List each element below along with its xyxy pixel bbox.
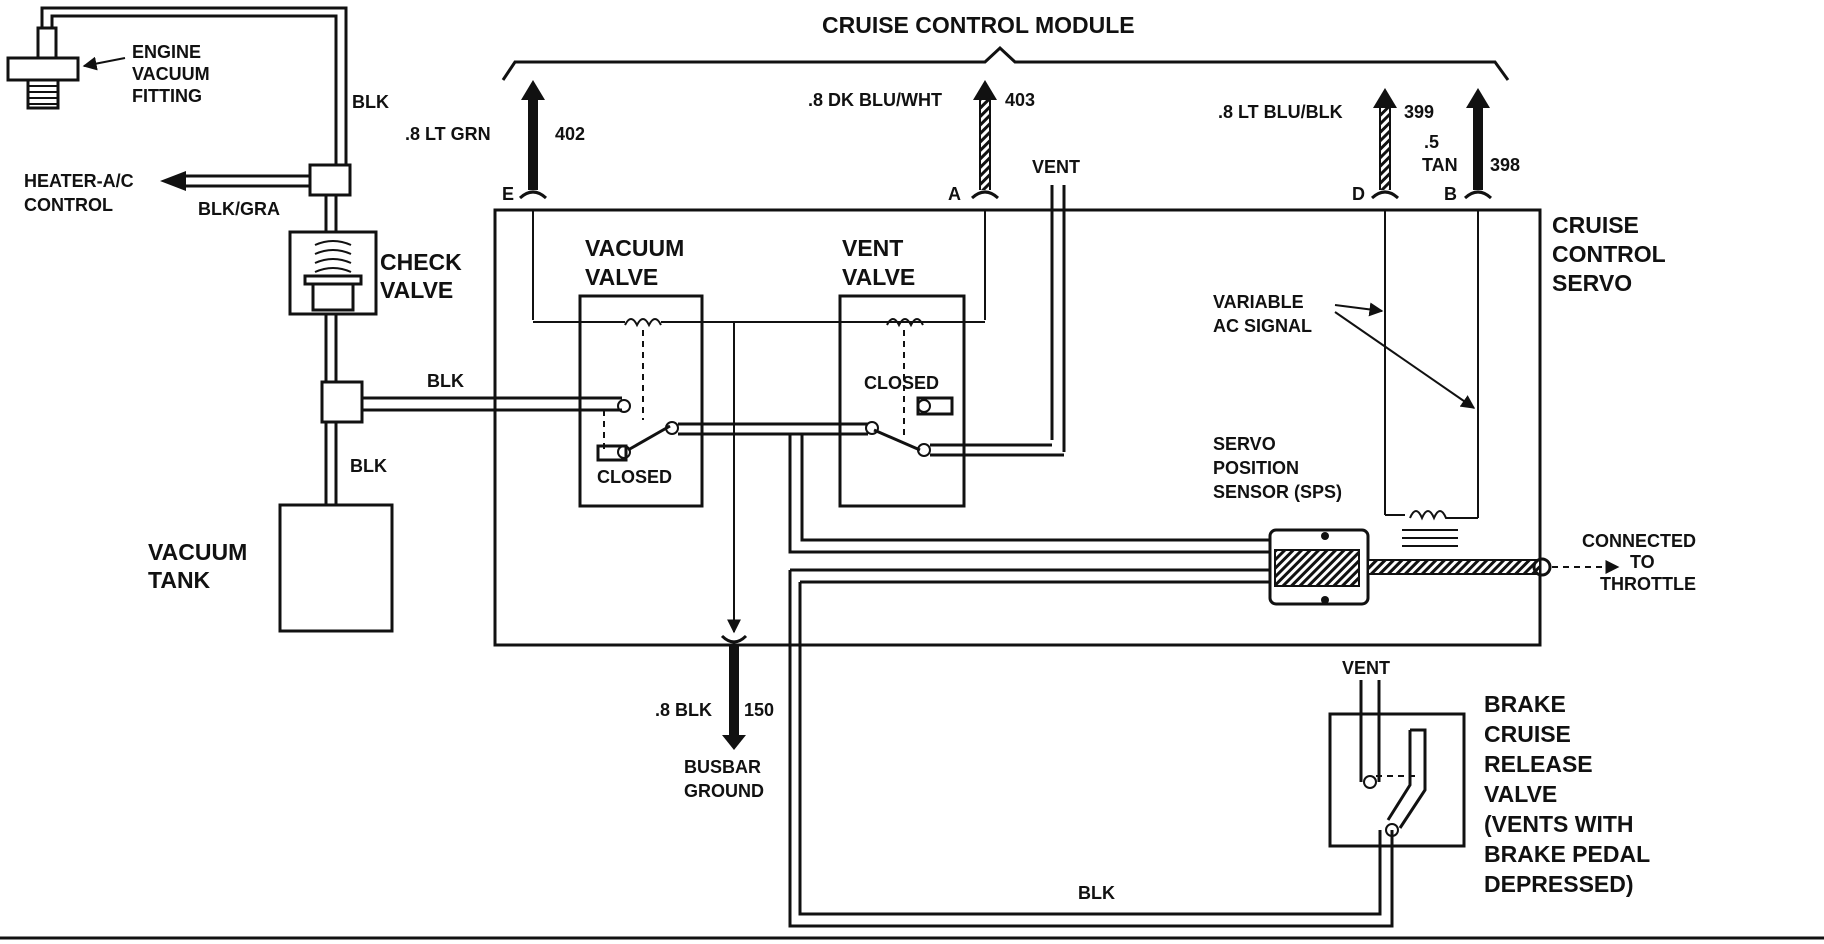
module-bracket	[501, 45, 1510, 81]
wire-a-circuit: 403	[1005, 90, 1035, 110]
wire-a-letter: A	[948, 184, 961, 204]
vacuum-tank-icon	[278, 503, 394, 633]
hose-color-blk-tank: BLK	[350, 456, 387, 476]
engine-vacuum-fitting-label: ENGINE VACUUM FITTING	[132, 42, 215, 106]
wire-b-letter: B	[1444, 184, 1457, 204]
brake-cruise-release-valve-icon	[1328, 680, 1466, 848]
vacuum-tank-label: VACUUM TANK	[148, 539, 254, 593]
hose-color-blk-mid: BLK	[427, 371, 464, 391]
fitting-pointer	[82, 56, 126, 71]
vent-valve-label: VENT VALVE	[842, 235, 915, 290]
wire-a-size-color: .8 DK BLU/WHT	[808, 90, 942, 110]
ground-circuit: 150	[744, 700, 774, 720]
servo-position-sensor-label: SERVO POSITION SENSOR (SPS)	[1213, 434, 1342, 502]
wire-b-398	[1463, 88, 1493, 518]
check-valve-label: CHECK VALVE	[380, 249, 468, 303]
check-valve-icon	[288, 230, 378, 316]
wire-e-circuit: 402	[555, 124, 585, 144]
heater-tee	[160, 163, 352, 197]
servo-diaphragm-icon	[1268, 528, 1552, 606]
busbar-ground-wire	[720, 634, 748, 750]
ground-size-color: .8 BLK	[655, 700, 712, 720]
vacuum-valve-closed: CLOSED	[597, 467, 672, 487]
vacuum-valve-label: VACUUM VALVE	[585, 235, 691, 290]
wire-e-402	[518, 80, 548, 320]
wire-b-circuit: 398	[1490, 155, 1520, 175]
vent-valve-closed: CLOSED	[864, 373, 939, 393]
engine-vacuum-fitting-icon	[6, 26, 80, 110]
module-title: CRUISE CONTROL MODULE	[822, 12, 1135, 38]
vent-label-top: VENT	[1032, 157, 1080, 177]
vacuum-hose-main	[40, 6, 348, 165]
wire-e-size-color: .8 LT GRN	[405, 124, 491, 144]
cruise-control-servo-label: CRUISE CONTROL SERVO	[1552, 212, 1672, 296]
wire-d-size-color: .8 LT BLU/BLK	[1218, 102, 1343, 122]
heater-ac-control-label: HEATER-A/C CONTROL	[24, 171, 139, 215]
wire-d-circuit: 399	[1404, 102, 1434, 122]
connected-to-throttle-label: CONNECTED TO THROTTLE	[1582, 531, 1701, 594]
cruise-control-servo-box	[493, 208, 1542, 647]
vacuum-tee	[320, 380, 622, 424]
brake-cruise-release-valve-label: BRAKE CRUISE RELEASE VALVE (VENTS WITH B…	[1484, 691, 1656, 897]
hose-color-blk-top: BLK	[352, 92, 389, 112]
wire-d-399	[1370, 88, 1400, 515]
vacuum-valve-icon	[533, 294, 985, 508]
vent-label-brake: VENT	[1342, 658, 1390, 678]
wire-d-letter: D	[1352, 184, 1365, 204]
wire-a-403	[970, 80, 1000, 320]
blk-gra-label: BLK/GRA	[198, 199, 280, 219]
busbar-ground-label: BUSBAR GROUND	[684, 757, 766, 801]
wire-e-letter: E	[502, 184, 514, 204]
hose-color-blk-bottom: BLK	[1078, 883, 1115, 903]
vent-valve-icon	[838, 294, 1064, 508]
servo-position-sensor-icon	[1385, 510, 1478, 547]
wire-b-size-color: .5 TAN	[1422, 132, 1458, 175]
variable-ac-signal-label: VARIABLE AC SIGNAL	[1213, 292, 1312, 336]
